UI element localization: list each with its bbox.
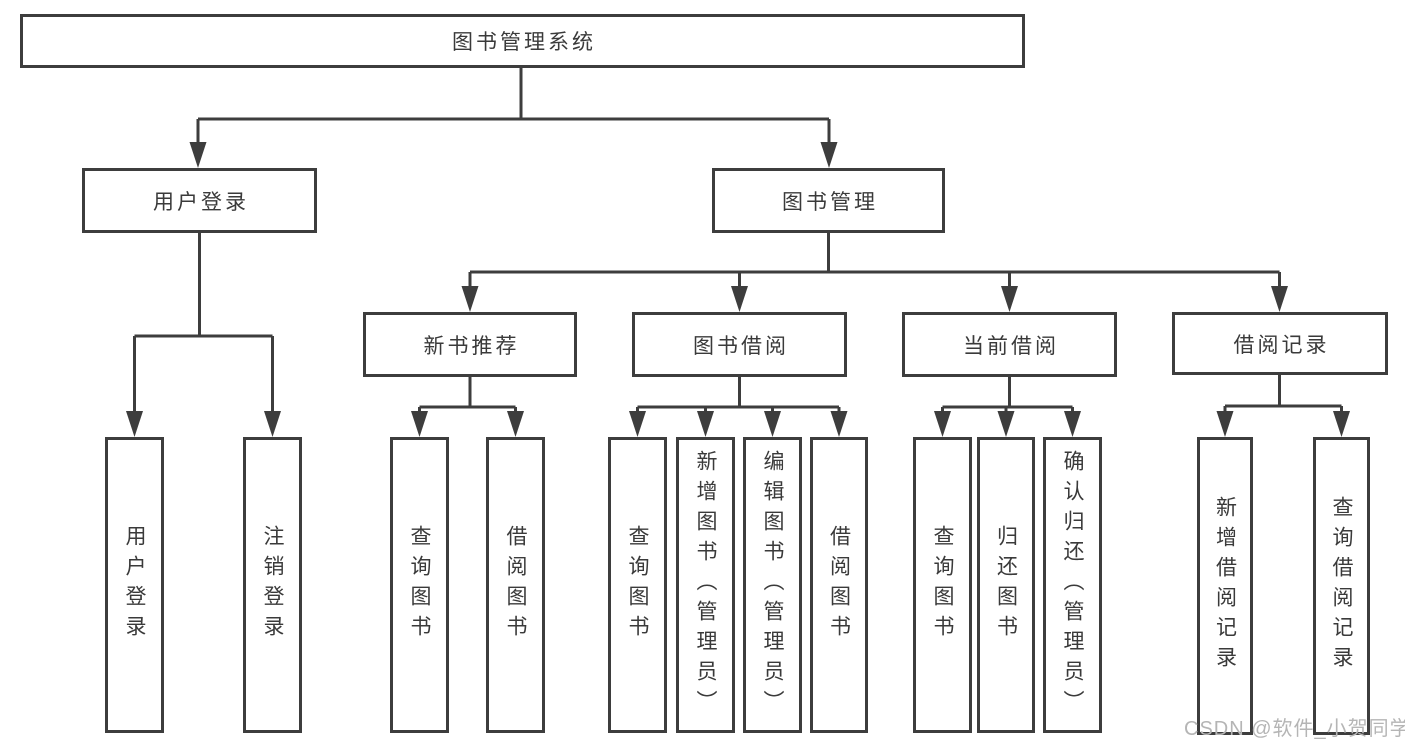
leaf-nb-borrow-books: 借阅图书 (486, 437, 545, 733)
node-book-management-label: 图书管理 (782, 190, 878, 214)
arrow-to-book-management (820, 142, 838, 168)
leaf-cb-query-books: 查询图书 (913, 437, 972, 733)
leaf-br-query-record-label: 查询借阅记录 (1330, 496, 1353, 676)
arrow-to-user-login (189, 142, 207, 168)
arrow-br-add (1216, 411, 1234, 437)
node-library-system-label: 图书管理系统 (452, 31, 596, 54)
node-book-management: 图书管理 (712, 168, 945, 233)
node-user-login-label: 用户登录 (153, 190, 249, 214)
arrow-bb-edit (764, 411, 781, 437)
arrow-cb-return (997, 411, 1015, 437)
leaf-bb-add-books-admin: 新增图书（管理员） (676, 437, 735, 733)
arrow-nb-borrow (507, 411, 524, 437)
leaf-bb-add-books-admin-label: 新增图书（管理员） (694, 450, 717, 720)
leaf-bb-edit-books-admin: 编辑图书（管理员） (743, 437, 802, 733)
leaf-logout: 注销登录 (243, 437, 302, 733)
arrow-cb-query (934, 411, 951, 437)
leaf-bb-edit-books-admin-label: 编辑图书（管理员） (761, 450, 784, 720)
leaf-cb-return-books: 归还图书 (977, 437, 1035, 733)
arrow-to-leaf-logout (264, 411, 281, 437)
connector-book-borrowing-to-leaves (629, 375, 848, 437)
arrow-to-borrow-records (1271, 286, 1288, 312)
leaf-cb-confirm-return-admin-label: 确认归还（管理员） (1061, 450, 1084, 720)
node-borrow-records: 借阅记录 (1172, 312, 1388, 375)
leaf-user-login: 用户登录 (105, 437, 164, 733)
leaf-br-query-record: 查询借阅记录 (1313, 437, 1370, 735)
arrow-cb-confirm (1064, 411, 1081, 437)
leaf-nb-query-books-label: 查询图书 (408, 525, 431, 645)
connector-new-book-recommend-to-leaves (411, 375, 524, 437)
arrow-to-book-borrowing (731, 286, 748, 312)
arrow-to-leaf-user-login (126, 411, 143, 437)
arrow-bb-query (629, 411, 646, 437)
leaf-bb-query-books: 查询图书 (608, 437, 667, 733)
connector-borrow-records-to-leaves (1216, 375, 1350, 437)
leaf-nb-query-books: 查询图书 (390, 437, 449, 733)
node-book-borrowing: 图书借阅 (632, 312, 847, 377)
arrow-to-new-book-recommend (461, 286, 479, 312)
arrow-bb-borrow (830, 411, 848, 437)
leaf-cb-return-books-label: 归还图书 (994, 525, 1018, 645)
node-current-borrowing: 当前借阅 (902, 312, 1117, 377)
node-library-system: 图书管理系统 (20, 14, 1025, 68)
arrow-nb-query (411, 411, 428, 437)
leaf-user-login-label: 用户登录 (123, 525, 146, 645)
connector-root-to-level2 (189, 66, 838, 168)
leaf-nb-borrow-books-label: 借阅图书 (504, 525, 527, 645)
node-new-book-recommend-label: 新书推荐 (423, 334, 520, 358)
leaf-br-add-record-label: 新增借阅记录 (1213, 496, 1237, 676)
leaf-bb-borrow-books: 借阅图书 (810, 437, 868, 733)
connector-user-login-to-leaves (126, 231, 281, 437)
node-book-borrowing-label: 图书借阅 (693, 334, 789, 358)
watermark-text: CSDN @软件_小贺同学 (1184, 718, 1405, 740)
leaf-bb-borrow-books-label: 借阅图书 (827, 525, 851, 645)
connector-book-management-to-level3 (461, 231, 1288, 312)
leaf-cb-confirm-return-admin: 确认归还（管理员） (1043, 437, 1102, 733)
arrow-br-query (1333, 411, 1350, 437)
connector-current-borrowing-to-leaves (934, 375, 1081, 437)
leaf-br-add-record: 新增借阅记录 (1197, 437, 1253, 735)
node-user-login: 用户登录 (82, 168, 317, 233)
node-current-borrowing-label: 当前借阅 (963, 334, 1059, 358)
node-new-book-recommend: 新书推荐 (363, 312, 577, 377)
node-borrow-records-label: 借阅记录 (1233, 333, 1330, 357)
leaf-bb-query-books-label: 查询图书 (626, 525, 649, 645)
arrow-to-current-borrowing (1001, 286, 1018, 312)
leaf-cb-query-books-label: 查询图书 (931, 525, 954, 645)
arrow-bb-add (697, 411, 714, 437)
leaf-logout-label: 注销登录 (261, 525, 284, 645)
